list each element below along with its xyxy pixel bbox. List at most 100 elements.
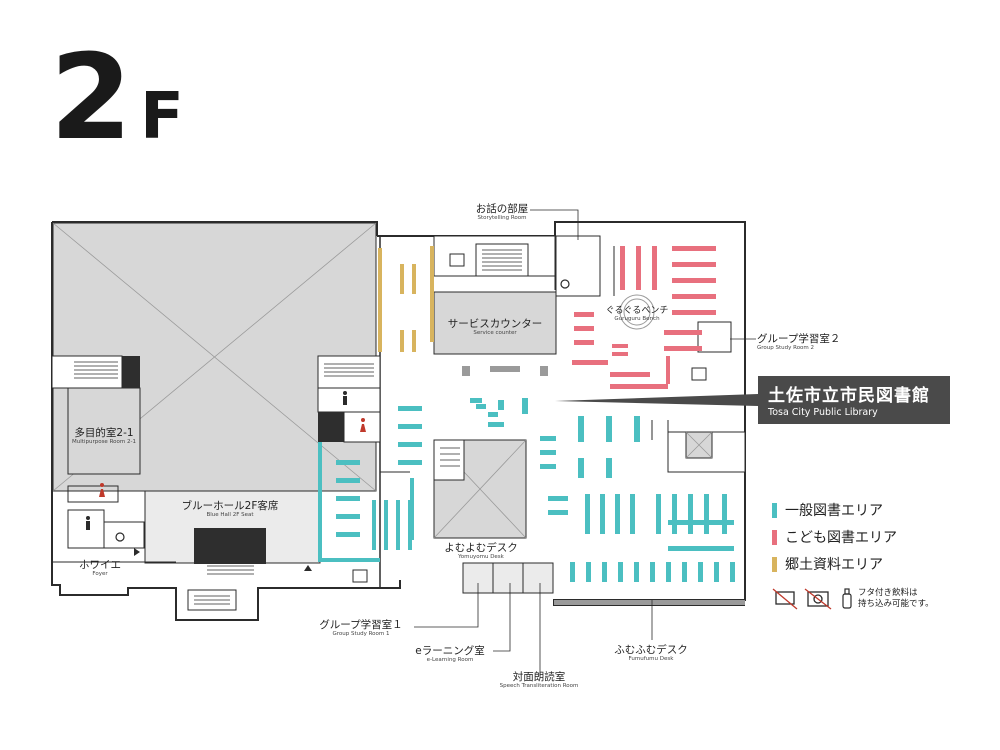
service-counter-en: Service counter <box>473 330 517 337</box>
title-pointer <box>555 394 758 406</box>
general-shelf <box>476 404 486 409</box>
general-shelf <box>722 494 727 534</box>
multipurpose-room <box>51 355 141 475</box>
group-room-2-label: グループ学習室２ Group Study Room 2 <box>757 333 840 351</box>
right-stairs <box>667 431 746 473</box>
foyer-ja: ホワイエ <box>79 559 121 571</box>
bottle-icon <box>842 588 852 609</box>
children-book-shelves <box>572 246 716 389</box>
legend-label-general: 一般図書エリア <box>785 503 883 519</box>
multipurpose-en: Multipurpose Room 2-1 <box>72 439 136 446</box>
general-shelf <box>398 424 422 429</box>
general-shelf <box>606 416 612 442</box>
guruguru-label: ぐるぐるベンチ Guruguru Bench <box>606 306 669 323</box>
children-shelf <box>664 330 702 335</box>
general-shelf <box>570 562 575 582</box>
fumufumu-ja: ふむふむデスク <box>614 644 688 656</box>
children-shelf <box>574 312 594 317</box>
group-room-1-label: グループ学習室１ Group Study Room 1 <box>319 619 402 637</box>
general-shelf <box>585 494 590 534</box>
general-shelf <box>498 400 504 410</box>
local-shelf <box>412 264 416 294</box>
legend-label-children: こども図書エリア <box>785 530 897 546</box>
general-shelf <box>600 494 605 534</box>
general-shelf <box>540 450 556 455</box>
drink-note: フタ付き飲料は 持ち込み可能です。 <box>858 588 934 609</box>
children-shelf <box>664 346 702 351</box>
general-shelf <box>666 562 671 582</box>
general-shelf <box>470 398 482 403</box>
drink-note-line2: 持ち込み可能です。 <box>858 598 934 609</box>
general-shelf <box>548 510 568 515</box>
general-shelf <box>618 562 623 582</box>
multipurpose-label: 多目的室2-1 Multipurpose Room 2-1 <box>72 427 136 445</box>
general-shelf <box>336 478 360 483</box>
arrow-right-icon <box>134 548 140 556</box>
general-shelf <box>578 458 584 478</box>
general-shelf <box>398 406 422 411</box>
children-shelf <box>572 360 608 365</box>
children-shelf <box>574 326 594 331</box>
blue-hall-ja: ブルーホール2F客席 <box>181 500 279 512</box>
elearning-label: eラーニング室 e-Learning Room <box>415 645 484 663</box>
general-shelf <box>704 494 709 534</box>
restroom-female-icon <box>99 418 366 497</box>
children-shelf <box>636 246 641 290</box>
floor-suffix: F <box>140 80 186 154</box>
restroom-male-icon <box>86 391 347 530</box>
guruguru-en: Guruguru Bench <box>614 316 660 323</box>
general-shelf <box>578 416 584 442</box>
blue-hall-en: Blue Hall 2F Seat <box>206 512 254 519</box>
elearning-ja: eラーニング室 <box>415 645 485 657</box>
general-shelf <box>688 494 693 534</box>
general-shelf <box>540 464 556 469</box>
general-shelf <box>336 460 360 465</box>
general-shelf <box>630 494 635 534</box>
general-shelf <box>336 496 360 501</box>
general-shelf <box>322 558 380 562</box>
general-shelf <box>672 494 677 534</box>
library-title-box: 土佐市立市民図書館 Tosa City Public Library <box>758 376 950 424</box>
storytelling-ja: お話の部屋 <box>475 203 529 215</box>
local-material-shelves <box>378 246 434 352</box>
no-camera-icon <box>804 588 832 610</box>
children-shelf <box>672 278 716 283</box>
fumufumu-desk <box>554 600 745 605</box>
floor-number: 2 <box>50 28 135 166</box>
children-shelf <box>672 246 716 251</box>
group-room-1-en: Group Study Room 1 <box>332 631 390 638</box>
general-book-shelves <box>318 398 735 582</box>
general-shelf <box>318 442 322 562</box>
general-shelf <box>682 562 687 582</box>
foyer-details <box>52 485 254 611</box>
children-shelf <box>610 384 668 389</box>
general-shelf <box>410 478 414 540</box>
general-shelf <box>548 496 568 501</box>
inner-walls <box>380 236 669 473</box>
general-shelf <box>714 562 719 582</box>
general-shelf <box>698 562 703 582</box>
storytelling-en: Storytelling Room <box>477 215 527 222</box>
speech-ja: 対面朗読室 <box>512 671 566 683</box>
children-shelf <box>574 340 594 345</box>
elearning-en: e-Learning Room <box>426 657 474 664</box>
foyer-label: ホワイエ Foyer <box>79 559 121 577</box>
pointer-lines <box>414 209 756 676</box>
drink-note-line1: フタ付き飲料は <box>858 588 918 598</box>
general-shelf <box>384 500 388 550</box>
local-shelf <box>378 248 382 352</box>
general-shelf <box>398 442 422 447</box>
speech-en: Speech Transliteration Room <box>499 683 579 690</box>
fumufumu-label: ふむふむデスク Fumufumu Desk <box>614 644 688 662</box>
children-shelf <box>672 262 716 267</box>
storytelling-label: お話の部屋 Storytelling Room <box>476 203 529 221</box>
yomuyomu-label: よむよむデスク Yomuyomu Desk <box>444 542 518 560</box>
children-shelf <box>652 246 657 290</box>
wheelchair-icon <box>115 279 570 542</box>
general-shelf <box>398 460 422 465</box>
children-shelf <box>612 352 628 356</box>
local-shelf <box>400 330 404 352</box>
foyer-en: Foyer <box>92 571 108 578</box>
general-shelf <box>615 494 620 534</box>
yomuyomu-ja: よむよむデスク <box>444 542 518 554</box>
